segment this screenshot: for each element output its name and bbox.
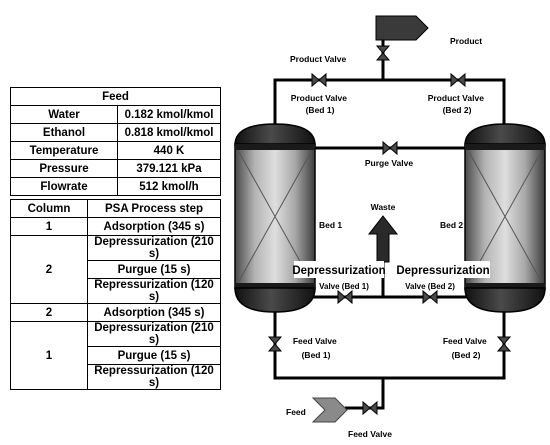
feed-valve-icon [362,400,378,416]
product-valve-bed1-label: Product Valve (Bed 1) [291,93,350,115]
valve-bed1-label: Valve (Bed 1) [319,282,369,291]
process-step: Repressurization (120 s) [87,278,221,304]
table-row: Repressurization (120 s) [11,278,221,304]
depressurization-valve-bed1-icon [337,289,353,305]
column-number: 2 [10,235,88,304]
product-label: Product [450,36,482,46]
purge-valve-icon [382,140,398,156]
feed-param-value: 512 kmol/h [117,177,221,196]
psa-step-table: Column PSA Process step 1 Adsorption (34… [10,199,221,390]
process-step: Depressurization (210 s) [87,235,221,261]
process-step: Purgue (15 s) [87,260,221,279]
depressurization-label-left: Depressurization [292,265,385,277]
adsorption-bed-1 [234,123,316,313]
product-valve-bed2-label: Product Valve (Bed 2) [428,93,487,115]
feed-param-name: Flowrate [10,177,118,196]
feed-param-value: 379.121 kPa [117,159,221,178]
waste-label: Waste [371,202,396,212]
product-valve-icon [375,45,391,61]
feed-valve-bed1-icon [267,336,283,352]
product-outlet-arrow [375,15,429,41]
feed-inlet-line [345,378,385,410]
feed-valve-bed2-icon [496,336,512,352]
bed1-label: Bed 1 [319,220,342,230]
table-row: Purgue (15 s) [11,260,221,279]
process-step: Repressurization (120 s) [87,364,221,390]
column-number: 1 [10,321,88,390]
depressurization-label-right: Depressurization [396,265,489,277]
waste-outlet-arrow [367,215,399,263]
bed2-label: Bed 2 [440,220,463,230]
feed-label: Feed [286,407,306,417]
product-valve-label: Product Valve [290,54,346,64]
feed-param-value: 0.818 kmol/kmol [117,123,221,142]
feed-valve-label: Feed Valve [348,429,392,439]
adsorption-bed-2 [464,123,546,313]
product-header [273,78,506,133]
product-valve-bed2-icon [450,72,466,88]
depressurization-label-bg [294,261,384,278]
table-row: 1 Depressurization (210 s) [10,321,221,390]
depressurization-label-bg [396,261,490,278]
purge-valve-label: Purge Valve [365,158,413,168]
product-valve-bed1-icon [311,72,327,88]
table-header-row: Column PSA Process step [10,199,221,218]
valve-bed2-label: Valve (Bed 2) [405,282,455,291]
feed-inlet-arrow [311,397,348,423]
process-step: Purgue (15 s) [87,346,221,365]
feed-valve-bed1-label: Feed Valve (Bed 1) [293,336,339,360]
table-row: Purgue (15 s) [11,346,221,365]
feed-valve-bed2-label: Feed Valve (Bed 2) [443,336,489,360]
step-header: PSA Process step [87,199,221,218]
table-row: 2 Depressurization (210 s) [10,235,221,304]
depressurization-valve-bed2-icon [422,289,438,305]
table-row: Repressurization (120 s) [11,364,221,390]
